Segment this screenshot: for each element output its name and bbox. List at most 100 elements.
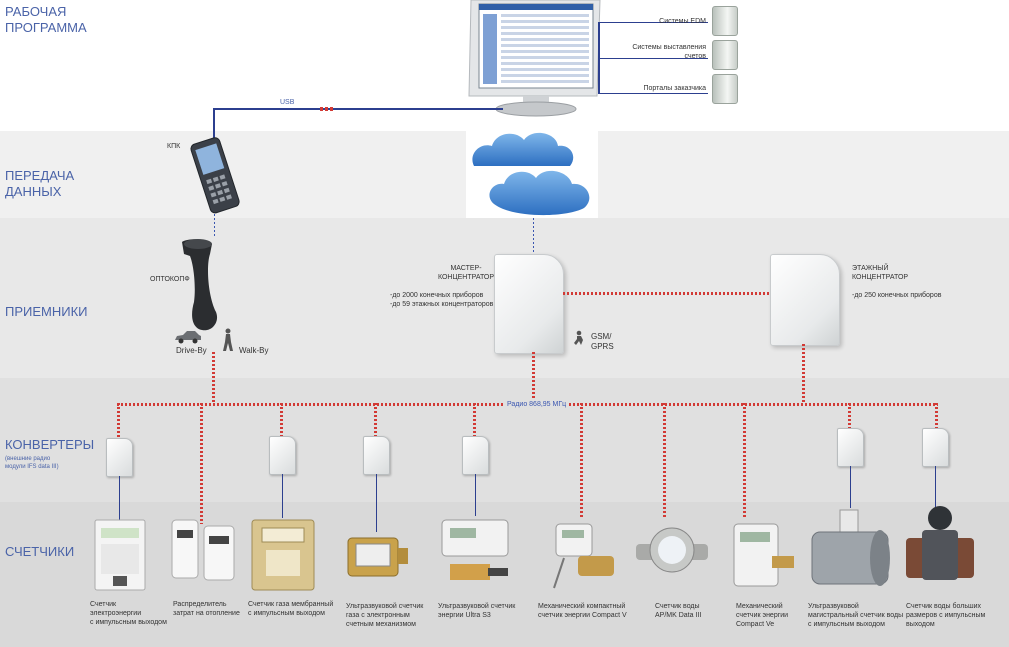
meter-caption-8: Механический счетчик энергии Compact Ve (736, 602, 796, 629)
converter-10-icon (922, 428, 949, 467)
gsm-label-1: GSM/ (591, 332, 612, 341)
meter-caption-10-l1: Счетчик воды больших (906, 603, 982, 610)
meter-caption-9-l2: магистральный счетчик воды (808, 612, 904, 619)
walker-icon (222, 328, 234, 352)
converter-5-icon (462, 436, 489, 475)
band-label-converters: КОНВЕРТЕРЫ (5, 437, 95, 452)
master-specs: -до 2000 конечных приборов -до 59 этажны… (390, 291, 500, 309)
band-label-software: РАБОЧАЯ ПРОГРАММА (5, 4, 87, 36)
converter-3-icon (269, 436, 296, 475)
meter-caption-2: Распределитель затрат на отопление (173, 600, 253, 618)
link-master-floor (563, 292, 771, 295)
drop-8 (743, 403, 746, 519)
master-title-2: КОНЦЕНТРАТОР (437, 274, 495, 281)
band-label-software-line2: ПРОГРАММА (5, 20, 87, 35)
link-conv-1 (119, 476, 120, 520)
radio-label: Радио 868,95 МГц (505, 400, 569, 409)
drop-4 (374, 403, 377, 437)
meter-caption-1: Счетчик электроэнергии с импульсным выхо… (90, 600, 170, 627)
meter-caption-4-l1: Ультразвуковой счетчик (346, 603, 424, 610)
link-conv-3 (282, 474, 283, 518)
meter-caption-10-l2: размеров с импульсным (906, 612, 986, 619)
link-conv-9 (850, 466, 851, 508)
electricity-meter-icon (93, 518, 149, 597)
usb-connector-icon (320, 107, 334, 111)
band-sub-converters-2: модули IFS data III) (5, 464, 59, 470)
drive-by-label: Drive-By (176, 346, 207, 355)
gsm-label: GSM/ GPRS (591, 332, 614, 352)
server-billing-icon (712, 40, 738, 70)
usb-link-vertical (213, 108, 215, 138)
link-master-bus (532, 352, 535, 404)
car-icon (173, 330, 203, 344)
monitor-icon (465, 0, 610, 118)
meter-caption-9-l1: Ультразвуковой (808, 603, 859, 610)
usb-label: USB (280, 99, 295, 106)
floor-title: ЭТАЖНЫЙ КОНЦЕНТРАТОР (852, 264, 908, 282)
server-portal-icon (712, 74, 738, 104)
system-portal-label: Порталы заказчика (643, 85, 706, 92)
link-cloud-master (533, 218, 534, 256)
band-label-transfer-line1: ПЕРЕДАЧА (5, 168, 75, 183)
band-sub-converters-1: (внешние радио (5, 456, 51, 462)
master-concentrator-icon (494, 254, 564, 354)
gsm-label-2: GPRS (591, 342, 614, 351)
meter-caption-8-l2: счетчик энергии (736, 612, 789, 619)
meter-caption-3: Счетчик газа мембранный с импульсным вых… (248, 600, 340, 618)
floor-concentrator-icon (770, 254, 840, 346)
band-label-transfer-line2: ДАННЫХ (5, 184, 62, 199)
drop-10 (935, 403, 938, 429)
link-pda-optohead (214, 214, 215, 238)
band-label-transfer: ПЕРЕДАЧА ДАННЫХ (5, 168, 74, 200)
system-billing-label-1: Системы выставления (632, 44, 706, 51)
link-edm (598, 22, 708, 23)
meter-caption-1-l3: с импульсным выходом (90, 619, 167, 626)
master-title: МАСТЕР- КОНЦЕНТРАТОР (436, 264, 496, 282)
meter-caption-10-l3: выходом (906, 621, 935, 628)
compact-ve-meter-icon (728, 520, 798, 595)
system-billing-label-2: счетов (684, 53, 706, 60)
meter-caption-7-l2: AP/MK Data III (655, 612, 702, 619)
floor-spec: -до 250 конечных приборов (852, 292, 942, 299)
meter-caption-3-l2: с импульсным выходом (248, 610, 325, 617)
master-spec-1: -до 2000 конечных приборов (390, 292, 484, 299)
band-label-receivers: ПРИЕМНИКИ (5, 304, 88, 319)
compact-v-meter-icon (548, 518, 624, 597)
meter-caption-6-l1: Механический компактный (538, 603, 626, 610)
system-billing-label: Системы выставления счетов (616, 43, 706, 61)
link-floor-bus (802, 344, 805, 404)
drop-1 (117, 403, 120, 439)
link-conv-4 (376, 474, 377, 532)
kpk-label: КПК (167, 143, 181, 150)
meter-caption-5-l2: энергии Ultra S3 (438, 612, 491, 619)
optohead-icon (176, 236, 226, 334)
meter-caption-2-l1: Распределитель (173, 601, 227, 608)
meter-caption-6: Механический компактный счетчик энергии … (538, 602, 632, 620)
meter-caption-1-l1: Счетчик (90, 601, 117, 608)
meter-caption-7: Счетчик воды AP/MK Data III (655, 602, 721, 620)
converter-4-icon (363, 436, 390, 475)
meter-caption-8-l3: Compact Ve (736, 621, 775, 628)
link-conv-5 (475, 474, 476, 516)
ultrasonic-water-meter-icon (808, 506, 892, 603)
optohead-label: ОПТОКОПФ (150, 276, 190, 283)
server-edm-icon (712, 6, 738, 36)
gsm-icon (571, 330, 587, 346)
meter-caption-5: Ультразвуковой счетчик энергии Ultra S3 (438, 602, 524, 620)
usb-link-horizontal (213, 108, 503, 110)
cloud-icon (466, 126, 598, 218)
band-label-software-line1: РАБОЧАЯ (5, 4, 67, 19)
meter-caption-8-l1: Механический (736, 603, 783, 610)
link-optohead-bus (212, 352, 215, 404)
link-conv-10 (935, 466, 936, 508)
heat-cost-allocator-icon (168, 516, 240, 589)
floor-title-1: ЭТАЖНЫЙ (852, 265, 889, 272)
converter-1-icon (106, 438, 133, 477)
walk-by-label: Walk-By (239, 346, 269, 355)
meter-caption-1-l2: электроэнергии (90, 610, 142, 617)
meter-caption-5-l1: Ультразвуковой счетчик (438, 603, 516, 610)
ultra-s3-meter-icon (432, 514, 518, 601)
drop-6 (580, 403, 583, 519)
meter-caption-2-l2: затрат на отопление (173, 610, 240, 617)
drop-7 (663, 403, 666, 519)
